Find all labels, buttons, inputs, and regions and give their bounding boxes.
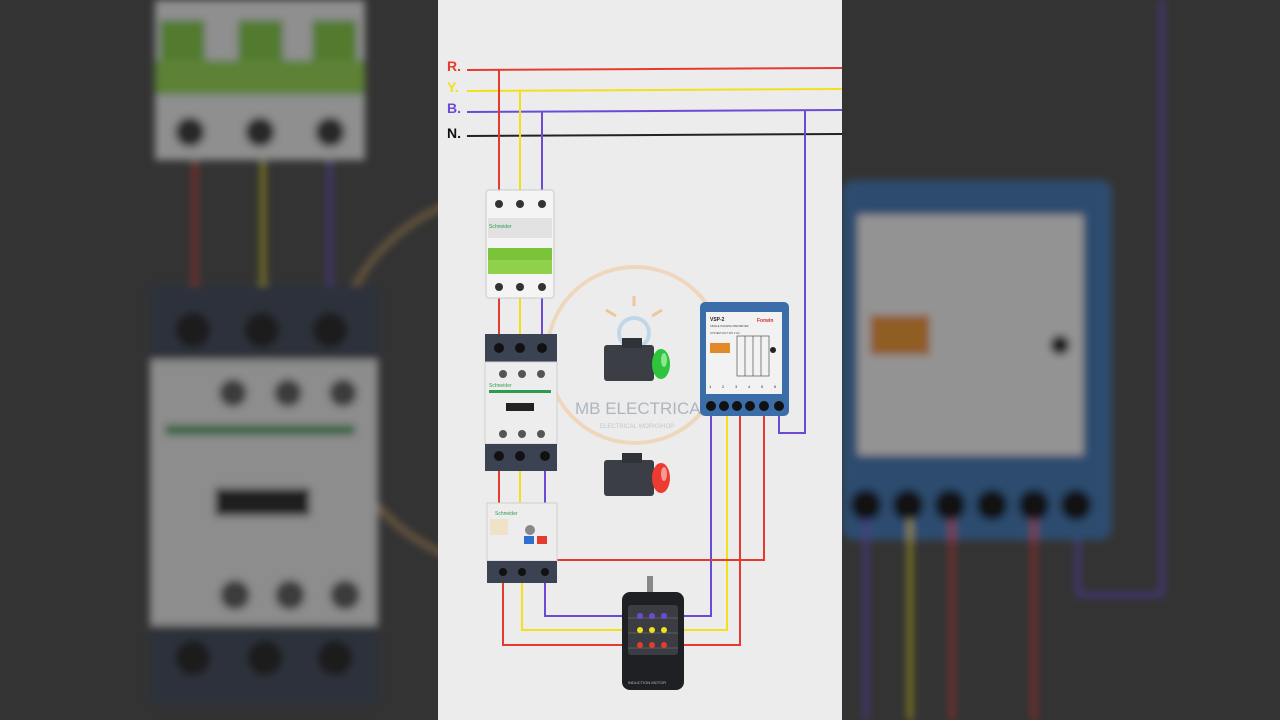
breaker-brand: Schneider [489,224,512,230]
watermark-subtitle: ELECTRICAL WORKSHOP [600,424,674,430]
overload-brand: Schneider [495,511,518,517]
diagram-panel: MB ELECTRICAL ELECTRICAL WORKSHOP R. Y. … [438,0,843,720]
relay-spec: SYSTEM VOLT 415 V AC [710,331,740,335]
contactor-brand: Schneider [489,383,512,389]
start-push-button[interactable] [604,338,670,381]
relay-terminal-4: 4 [748,384,751,389]
watermark-title: MB ELECTRICAL [575,399,710,418]
right-zoom-panel [842,0,1280,720]
stop-push-button[interactable] [604,453,670,496]
supply-bus-lines [466,67,843,137]
relay-subtitle: SINGLE PHASING PREVENTER [710,324,749,328]
phase-label-b: B. [447,100,461,116]
relay-terminal-3: 3 [735,384,738,389]
relay-terminal-5: 5 [761,384,764,389]
phase-label-n: N. [447,125,461,141]
left-zoom-panel [0,0,713,720]
relay-model: VSP-2 [710,317,725,323]
relay-terminal-1: 1 [709,384,712,389]
induction-motor: INDUCTION MOTOR [622,576,684,690]
protection-relay: VSP-2 Forwin SINGLE PHASING PREVENTER SY… [700,302,789,416]
relay-terminal-6: 6 [774,384,777,389]
circuit-breaker: Schneider [485,189,555,299]
motor-label: INDUCTION MOTOR [628,680,666,685]
overload-relay: Schneider [486,502,558,583]
phase-label-r: R. [447,58,461,74]
relay-brand: Forwin [757,318,773,324]
phase-label-y: Y. [447,79,459,95]
relay-terminal-2: 2 [722,384,725,389]
contactor: Schneider [484,334,558,471]
